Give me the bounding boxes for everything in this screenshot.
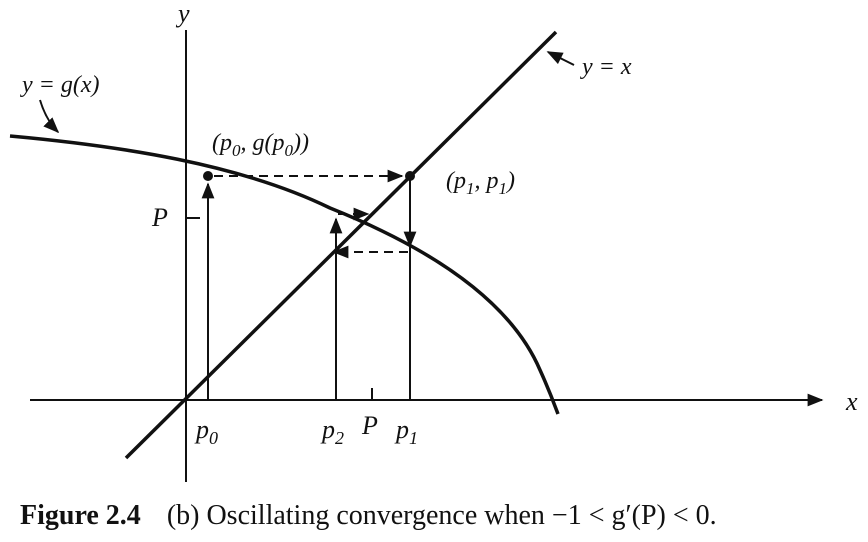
curve-callout-arrow [39,99,60,134]
figure-number: Figure 2.4 [20,500,141,531]
P-x-label: P [361,411,378,440]
figure-caption: Figure 2.4 (b) Oscillating convergence wh… [20,500,860,532]
point-label-p0: (p0, g(p0)) [212,130,309,160]
p1-label: p1 [394,415,418,448]
curve-g [9,134,560,415]
P-y-label: P [151,203,168,232]
y-axis-label: y [175,0,190,28]
point-p1-p1 [405,171,415,181]
line-label: y = x [580,54,632,80]
x-axis-label: x [845,387,858,416]
caption-text: (b) Oscillating convergence when −1 < g′… [166,500,717,531]
point-p0-g-p0 [203,171,213,181]
p0-label: p0 [194,415,218,448]
line-y-equals-x [124,30,558,460]
point-label-p1: (p1, p1) [446,168,515,198]
p2-label: p2 [320,415,344,448]
curve-label: y = g(x) [20,72,99,98]
line-callout-arrow [546,51,575,66]
